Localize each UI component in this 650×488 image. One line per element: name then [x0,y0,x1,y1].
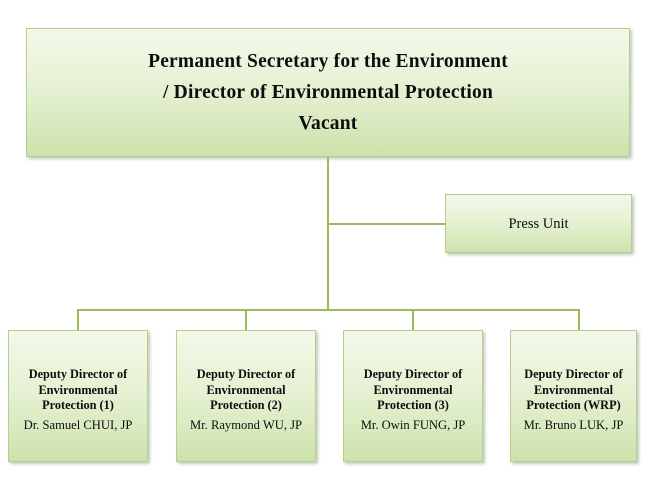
deputy-title-line-1: Deputy Director of [196,367,296,381]
connector-drop-deputy-3 [412,309,414,331]
connector-drop-deputy-1 [77,309,79,331]
deputy-title-line-3: Protection (WRP) [526,398,621,412]
org-node-deputy-director-3[interactable]: Deputy Director of Environmental Protect… [343,330,483,462]
deputy-title: Deputy Director of Environmental Protect… [524,367,623,414]
root-title-line-2: / Director of Environmental Protection [162,82,494,103]
root-title-line-1: Permanent Secretary for the Environment [148,51,508,72]
org-node-press-unit[interactable]: Press Unit [445,194,632,253]
org-node-deputy-director-2[interactable]: Deputy Director of Environmental Protect… [176,330,316,462]
deputy-title-line-2: Environmental [373,382,453,397]
deputy-title: Deputy Director of Environmental Protect… [364,367,463,414]
deputy-person-name: Mr. Bruno LUK, JP [523,417,624,432]
deputy-person-name: Mr. Owin FUNG, JP [360,417,466,432]
deputy-title: Deputy Director of Environmental Protect… [197,367,296,414]
deputy-person-name: Mr. Raymond WU, JP [189,417,303,432]
deputy-title-line-3: Protection (3) [377,398,449,412]
deputy-title-line-1: Deputy Director of [524,367,623,381]
deputy-title-line-2: Environmental [206,382,286,397]
org-node-deputy-director-wrp[interactable]: Deputy Director of Environmental Protect… [510,330,637,462]
deputy-person-name: Dr. Samuel CHUI, JP [23,417,133,432]
connector-drop-deputy-wrp [578,309,580,331]
connector-to-press-unit [327,223,446,225]
deputy-title: Deputy Director of Environmental Protect… [29,367,128,414]
deputy-title-line-2: Environmental [38,382,118,397]
org-node-permanent-secretary[interactable]: Permanent Secretary for the Environment … [26,28,630,157]
deputy-title-line-1: Deputy Director of [28,367,128,381]
deputy-title-line-1: Deputy Director of [363,367,463,381]
root-status-vacant: Vacant [298,113,358,134]
deputy-title-line-3: Protection (2) [210,398,282,412]
press-unit-label: Press Unit [508,215,569,232]
deputy-title-line-3: Protection (1) [42,398,114,412]
deputy-title-line-2: Environmental [533,382,614,397]
org-node-deputy-director-1[interactable]: Deputy Director of Environmental Protect… [8,330,148,462]
connector-root-trunk [327,157,329,311]
connector-drop-deputy-2 [245,309,247,331]
connector-deputy-sibling-bar [77,309,579,311]
